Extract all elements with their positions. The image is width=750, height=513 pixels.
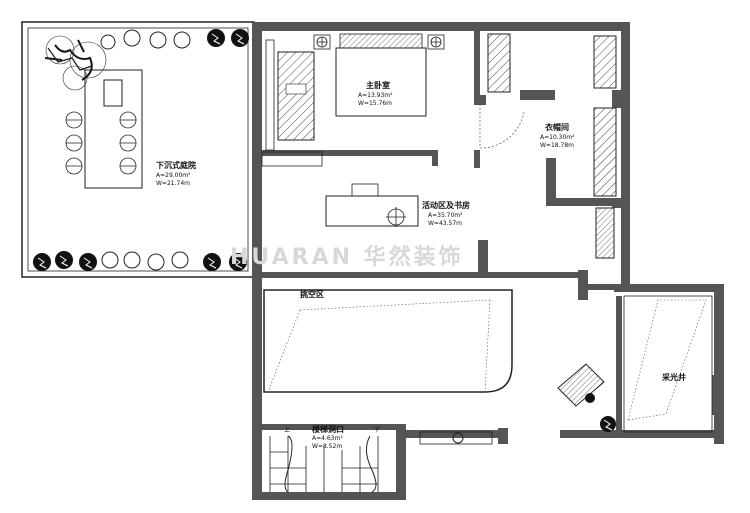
sunken-garden bbox=[21, 21, 255, 278]
svg-text:W=18.78m: W=18.78m bbox=[540, 142, 574, 149]
label-master-bedroom: 主卧室 A=13.93m² W=15.76m bbox=[358, 80, 393, 107]
svg-text:下沉式庭院: 下沉式庭院 bbox=[156, 160, 196, 170]
sofa-icon bbox=[557, 363, 605, 407]
svg-text:A=35.70m²: A=35.70m² bbox=[428, 212, 463, 219]
chair-icon bbox=[65, 111, 137, 175]
master-bedroom bbox=[265, 33, 445, 151]
toilet-icon bbox=[419, 431, 493, 445]
stairs bbox=[269, 435, 379, 493]
label-walk-in-closet: 衣帽间 A=10.30m² W=18.78m bbox=[540, 122, 575, 149]
watermark: HUARAN 华然装饰 bbox=[230, 244, 464, 270]
svg-text:主卧室: 主卧室 bbox=[366, 80, 390, 90]
svg-text:A=13.93m²: A=13.93m² bbox=[358, 92, 393, 99]
label-stair-opening: 楼梯洞口 A=4.63m² W=8.52m bbox=[312, 424, 344, 450]
svg-text:A=10.30m²: A=10.30m² bbox=[540, 134, 575, 141]
svg-text:W=8.52m: W=8.52m bbox=[312, 443, 342, 450]
stair-up-mark: 上 bbox=[284, 426, 290, 434]
label-activity-study: 活动区及书房 A=35.70m² W=43.57m bbox=[422, 200, 470, 227]
svg-text:A=4.63m²: A=4.63m² bbox=[312, 435, 343, 442]
label-sunken-garden: 下沉式庭院 A=29.00m² W=21.74m bbox=[156, 160, 196, 187]
study-furniture bbox=[261, 151, 419, 227]
svg-text:衣帽间: 衣帽间 bbox=[545, 122, 569, 132]
svg-text:楼梯洞口: 楼梯洞口 bbox=[312, 424, 344, 434]
svg-text:W=21.74m: W=21.74m bbox=[156, 180, 190, 187]
walls bbox=[252, 22, 724, 500]
svg-text:活动区及书房: 活动区及书房 bbox=[422, 200, 470, 210]
label-skylight-well: 采光井 bbox=[661, 372, 686, 382]
stair-down-mark: 下 bbox=[374, 427, 380, 434]
lamp-icon bbox=[386, 207, 406, 227]
svg-text:W=43.57m: W=43.57m bbox=[428, 220, 462, 227]
bed-icon bbox=[335, 33, 427, 117]
tree-icon bbox=[44, 35, 107, 91]
svg-text:采光井: 采光井 bbox=[661, 372, 686, 382]
void-area bbox=[263, 289, 605, 407]
svg-text:W=15.76m: W=15.76m bbox=[358, 100, 392, 107]
lamp-icon bbox=[313, 34, 445, 50]
skylight-well bbox=[600, 295, 713, 433]
shrub-row-bottom bbox=[33, 251, 247, 271]
walk-in-closet bbox=[479, 33, 617, 259]
svg-text:A=29.00m²: A=29.00m² bbox=[156, 172, 191, 179]
label-void-area: 挑空区 bbox=[300, 289, 324, 299]
dining-set bbox=[65, 69, 143, 189]
shrub-row-top bbox=[100, 29, 249, 50]
svg-text:挑空区: 挑空区 bbox=[300, 289, 324, 299]
